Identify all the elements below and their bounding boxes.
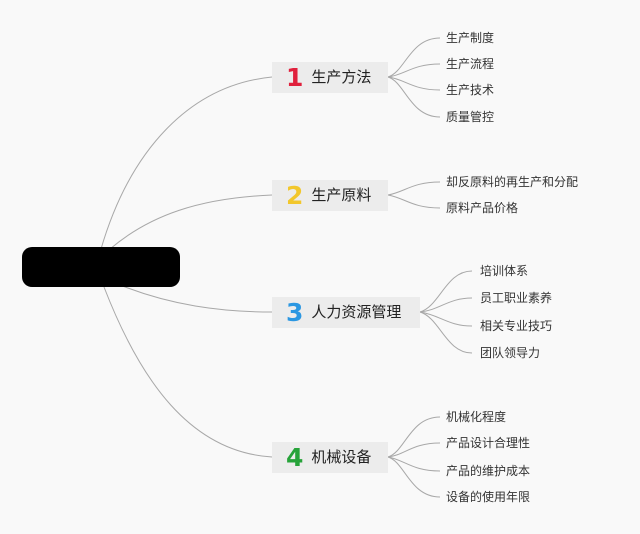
- branch-number-4: 4: [286, 443, 304, 472]
- branch-label-2: 生产原料: [311, 186, 372, 204]
- leaf-2-1: 却反原料的再生产和分配: [446, 175, 579, 189]
- branch-label-3: 人力资源管理: [311, 303, 402, 321]
- root-to-branch-2: [109, 194, 273, 250]
- branch-3-to-leaf-3: [419, 311, 473, 327]
- leaf-4-3: 产品的维护成本: [446, 464, 531, 478]
- leaf-2-2: 原料产品价格: [446, 201, 519, 215]
- root-to-branch-1: [100, 76, 273, 250]
- branch-3-to-leaf-4: [419, 311, 473, 354]
- branch-1-to-leaf-4: [387, 76, 441, 118]
- leaf-3-2: 员工职业素养: [480, 291, 553, 305]
- branch-4-to-leaf-4: [387, 456, 441, 498]
- root-to-branch-3: [119, 284, 273, 313]
- leaf-3-4: 团队领导力: [480, 346, 541, 360]
- branch-1-to-leaf-1: [387, 37, 441, 78]
- branch-2-to-leaf-1: [387, 181, 441, 196]
- leaf-4-2: 产品设计合理性: [446, 436, 531, 450]
- branch-number-3: 3: [286, 298, 304, 327]
- branch-1-to-leaf-3: [387, 76, 441, 91]
- branch-4-to-leaf-1: [387, 416, 441, 458]
- branch-1-to-leaf-2: [387, 63, 441, 78]
- leaf-1-1: 生产制度: [446, 31, 495, 45]
- root-to-branch-4: [103, 286, 273, 458]
- branch-2-to-leaf-2: [387, 194, 441, 209]
- leaf-3-1: 培训体系: [480, 264, 529, 278]
- branch-number-1: 1: [286, 63, 304, 92]
- branch-3-to-leaf-1: [419, 270, 473, 313]
- branch-number-2: 2: [286, 181, 304, 210]
- leaf-4-1: 机械化程度: [446, 410, 507, 424]
- branch-3-to-leaf-2: [419, 297, 473, 313]
- branch-label-1: 生产方法: [311, 68, 372, 86]
- leaf-1-2: 生产流程: [446, 57, 495, 71]
- branch-node-3: 3 人力资源管理: [272, 297, 420, 328]
- branch-node-2: 2 生产原料: [272, 180, 388, 211]
- leaf-1-3: 生产技术: [446, 83, 495, 97]
- branch-4-to-leaf-2: [387, 442, 441, 458]
- leaf-4-4: 设备的使用年限: [446, 490, 531, 504]
- leaf-1-4: 质量管控: [446, 110, 495, 124]
- root-node-redacted: [22, 247, 180, 287]
- branch-node-1: 1 生产方法: [272, 62, 388, 93]
- leaf-3-3: 相关专业技巧: [480, 319, 553, 333]
- branch-4-to-leaf-3: [387, 456, 441, 472]
- branch-label-4: 机械设备: [311, 448, 372, 466]
- branch-node-4: 4 机械设备: [272, 442, 388, 473]
